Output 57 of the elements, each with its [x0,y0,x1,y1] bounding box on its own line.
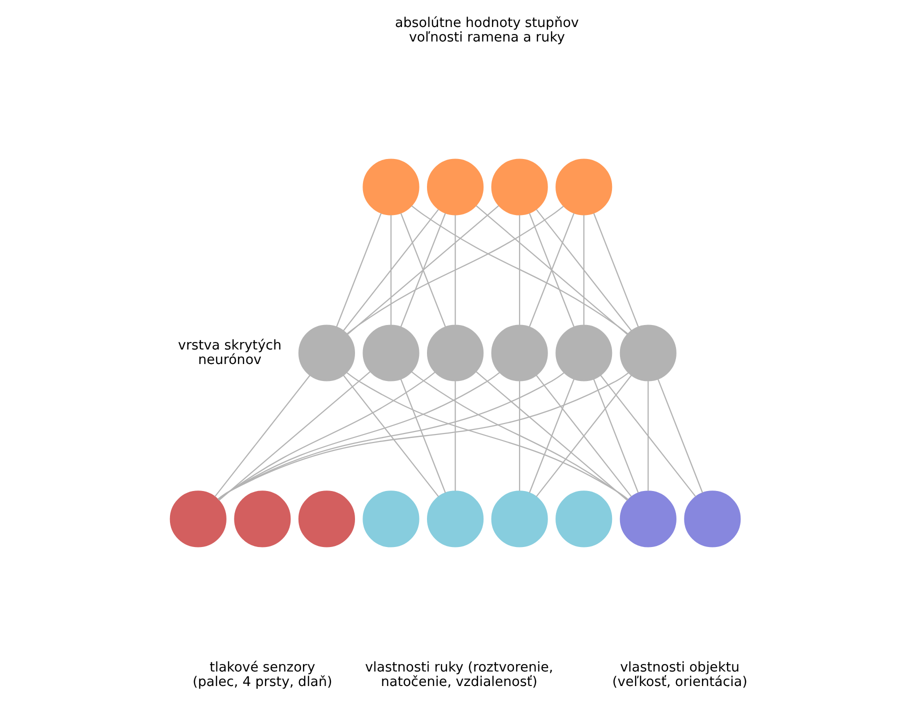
connector [410,205,628,334]
connector [518,215,520,325]
connector [592,213,638,327]
label: absolútne hodnoty stupňov voľnosti ramena a ruky [394,16,578,46]
connector [400,213,446,327]
connector [528,379,574,493]
node-circle [362,324,419,382]
connector [217,372,564,500]
node-circle [362,490,419,548]
node-circle [362,158,419,216]
node-circle [234,490,290,548]
connector [214,375,310,497]
connector [346,205,498,335]
connector [592,379,638,493]
node-circle [298,324,355,382]
connector [518,381,520,491]
connector [336,213,382,327]
node-circle [555,158,612,216]
connector [346,372,628,500]
node-circle [684,490,740,548]
label: tlakové senzory (palec, 4 prsty, dlaň) [192,660,332,690]
label: vlastnosti objektu (veľkosť, orientácia) [612,660,747,690]
node-circle [169,490,226,548]
connector [475,371,628,501]
node-circle [426,324,484,382]
connector [657,379,703,493]
connector [647,381,648,491]
connector [528,213,574,327]
label: vrstva skrytých neurónov [178,338,282,368]
label: vlastnosti ruky (roztvorenie, natočenie, vzdialenosť) [364,660,553,690]
node-circle [426,490,484,548]
node-circle [490,158,548,216]
node-circle [490,490,548,548]
node-circle [619,324,676,382]
connector [535,209,632,331]
connector [400,379,446,493]
node-circle [490,324,548,382]
node-circle [555,324,612,382]
connector [454,215,456,325]
connector [535,375,632,497]
connector [454,381,456,491]
connector [218,371,370,501]
connector [217,372,500,500]
connector [346,206,564,334]
connector [342,209,438,331]
connector [600,375,696,497]
connector [218,372,435,500]
node-circle [426,158,484,216]
node-circle [298,490,355,548]
connector [390,215,392,325]
connector [582,215,584,325]
connector [475,205,628,335]
node-circle [555,490,612,548]
connector [410,371,628,500]
connector [217,372,628,500]
connector [342,375,438,497]
node-circle [619,490,676,548]
